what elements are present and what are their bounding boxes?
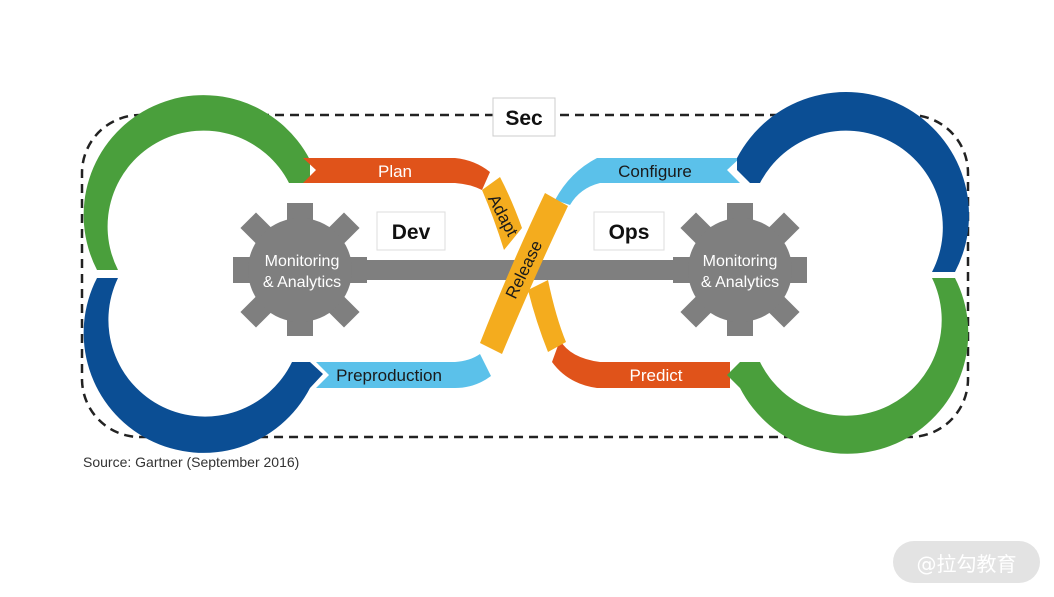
sec-label-box (492, 97, 556, 137)
sec-label: Sec (505, 107, 543, 130)
ops-label-box (593, 211, 665, 251)
label-predict: Predict (630, 366, 683, 385)
label-configure: Configure (618, 162, 692, 181)
segment-release-tail (528, 280, 566, 352)
dev-label-box (376, 211, 446, 251)
dev-label: Dev (392, 221, 431, 244)
segment-detect (737, 91, 970, 272)
gear-right (673, 203, 807, 336)
gear-left (233, 203, 367, 336)
segment-release (480, 193, 568, 354)
segment-predict (552, 340, 730, 388)
gear-right-label-line1: Monitoring (703, 253, 778, 270)
source-caption: Source: Gartner (September 2016) (83, 454, 300, 470)
segment-respond (727, 278, 969, 454)
segment-adapt (482, 177, 522, 250)
segment-plan (303, 158, 490, 190)
gear-left-label-line1: Monitoring (265, 253, 340, 270)
gear-right-label-line2: & Analytics (701, 274, 779, 291)
watermark: @拉勾教育 (893, 541, 1040, 583)
ops-label: Ops (609, 221, 650, 244)
label-detect: Detect (807, 162, 856, 181)
segment-verify (83, 278, 323, 453)
label-plan: Plan (378, 162, 412, 181)
segment-preproduction (316, 354, 491, 388)
segment-create (83, 95, 311, 271)
segment-configure (555, 158, 740, 205)
sec-boundary (80, 113, 970, 439)
label-verify: Verify (188, 366, 231, 385)
label-create: Create (183, 162, 234, 181)
gear-left-label-line2: & Analytics (263, 274, 341, 291)
label-respond: Respond (797, 366, 865, 385)
label-preproduction: Preproduction (336, 366, 442, 385)
